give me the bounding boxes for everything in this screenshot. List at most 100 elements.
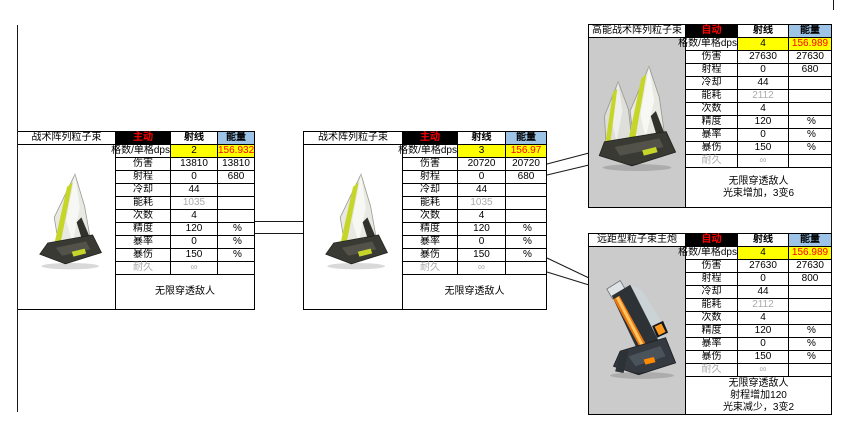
energy-column-header: 能量: [789, 25, 831, 38]
footer-note-line: 光束增加，3变6: [722, 187, 795, 199]
stat-energy-value: [218, 210, 254, 223]
footer-note-line: 无限穿透敌人: [444, 286, 505, 297]
footer-note-line: 无限穿透敌人: [728, 377, 789, 389]
weapon-title: 远距型粒子束主炮: [589, 234, 685, 247]
stat-beam-value: 0: [738, 129, 789, 142]
stat-energy-value: %: [789, 129, 831, 142]
stat-beam-value: 2112: [738, 90, 789, 103]
dual-particle-beam-turret-icon: [598, 64, 677, 171]
stat-beam-value: 2: [171, 145, 218, 158]
stat-energy-value: %: [506, 223, 546, 236]
stat-energy-value: 680: [789, 64, 831, 77]
stat-beam-value: 150: [738, 351, 789, 364]
stat-energy-value: %: [789, 338, 831, 351]
stat-label: 精度: [403, 223, 458, 236]
stat-label: 格数/单格dps: [678, 247, 738, 260]
panel-left-column: 战术阵列粒子束: [304, 132, 403, 309]
stat-energy-value: 13810: [218, 158, 254, 171]
stat-beam-value: 4: [171, 210, 218, 223]
stat-energy-value: [218, 262, 254, 275]
stat-label: 精度: [686, 325, 738, 338]
stat-beam-value: 44: [738, 286, 789, 299]
stat-row: 耐久∞: [686, 155, 831, 168]
weapon-notes: 无限穿透敌人光束增加，3变6: [686, 168, 831, 207]
stat-beam-value: ∞: [458, 262, 506, 275]
stat-label: 格数/单格dps: [111, 145, 171, 158]
stat-label: 暴伤: [116, 249, 171, 262]
stat-energy-value: [789, 77, 831, 90]
stat-energy-value: [506, 210, 546, 223]
footer-note-line: 光束减少，3变2: [722, 401, 795, 413]
stat-row: 耐久∞: [403, 262, 546, 275]
stat-label: 冷却: [403, 184, 458, 197]
stat-beam-value: 150: [171, 249, 218, 262]
weapon-image-cell: [18, 145, 115, 309]
stat-beam-value: 13810: [171, 158, 218, 171]
energy-column-header: 能量: [218, 132, 254, 145]
stats-header-row: 自动 射线 能量: [686, 25, 831, 38]
stat-label: 冷却: [116, 184, 171, 197]
mode-header: 主动: [403, 132, 458, 145]
stat-beam-value: 0: [171, 236, 218, 249]
stat-label: 暴率: [403, 236, 458, 249]
stat-label: 能耗: [686, 90, 738, 103]
energy-column-header: 能量: [789, 234, 831, 247]
stat-energy-value: %: [218, 223, 254, 236]
stat-beam-value: 4: [738, 247, 789, 260]
stat-energy-value: [789, 299, 831, 312]
panel-left-column: 战术阵列粒子束: [18, 132, 116, 309]
stat-beam-value: 27630: [738, 51, 789, 64]
stat-beam-value: 150: [458, 249, 506, 262]
stat-label: 次数: [403, 210, 458, 223]
stat-energy-value: [506, 262, 546, 275]
stat-beam-value: 0: [738, 338, 789, 351]
stat-label: 射程: [686, 64, 738, 77]
stat-energy-value: [789, 286, 831, 299]
stat-energy-value: 20720: [506, 158, 546, 171]
panel-left-column: 远距型粒子束主炮: [589, 234, 686, 414]
stat-label: 耐久: [116, 262, 171, 275]
stat-beam-value: 120: [458, 223, 506, 236]
beam-column-header: 射线: [171, 132, 218, 145]
stat-beam-value: 4: [738, 312, 789, 325]
stat-energy-value: %: [506, 236, 546, 249]
stat-energy-value: 156.97: [506, 145, 546, 158]
stats-header-row: 自动 射线 能量: [686, 234, 831, 247]
stat-row: 耐久∞: [116, 262, 254, 275]
stat-beam-value: 120: [738, 116, 789, 129]
stat-beam-value: 4: [458, 210, 506, 223]
stat-energy-value: [789, 103, 831, 116]
stat-energy-value: %: [218, 249, 254, 262]
stat-energy-value: 680: [506, 171, 546, 184]
energy-column-header: 能量: [506, 132, 546, 145]
stat-beam-value: 44: [171, 184, 218, 197]
stat-beam-value: 1035: [171, 197, 218, 210]
stat-label: 射程: [116, 171, 171, 184]
stat-label: 冷却: [686, 77, 738, 90]
mode-header: 主动: [116, 132, 171, 145]
stat-energy-value: %: [218, 236, 254, 249]
